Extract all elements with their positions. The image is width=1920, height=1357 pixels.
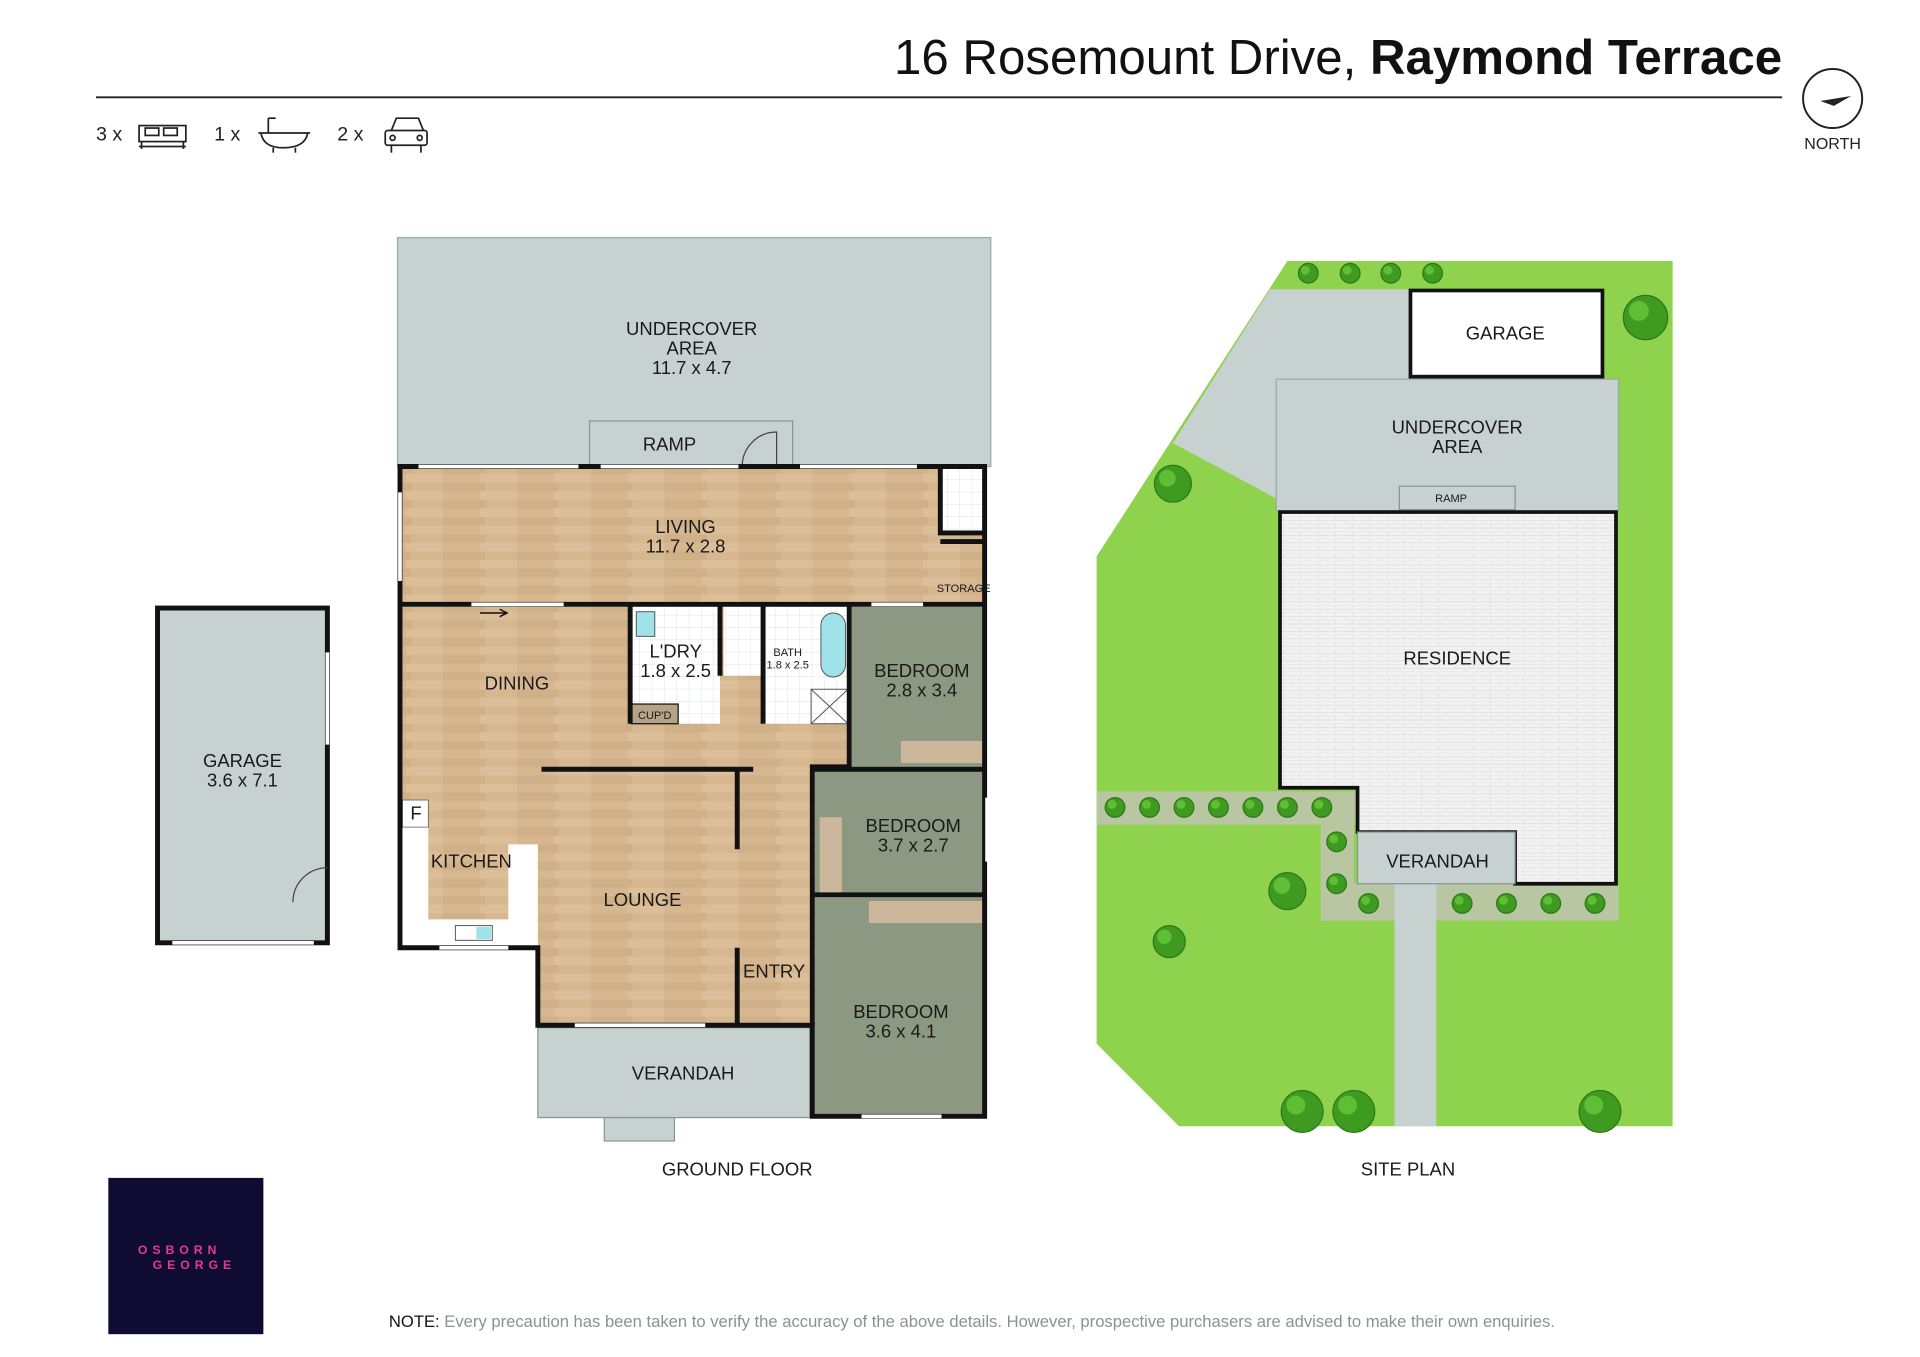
svg-text:11.7 x 2.8: 11.7 x 2.8	[646, 536, 726, 557]
tree-highlight	[1245, 800, 1255, 809]
disclaimer-note: NOTE: Every precaution has been taken to…	[389, 1312, 1555, 1331]
svg-text:UNDERCOVER: UNDERCOVER	[626, 318, 757, 339]
svg-text:L'DRY: L'DRY	[649, 640, 701, 661]
svg-text:1 x: 1 x	[214, 123, 240, 145]
tree-highlight	[1338, 1095, 1357, 1115]
north-compass: NORTH	[1802, 67, 1864, 153]
front-steps	[603, 1116, 676, 1142]
tree-highlight	[1342, 265, 1352, 275]
toilet	[723, 606, 764, 676]
agency-logo: OSBORN GEORGE	[108, 1177, 264, 1335]
tree-highlight	[1584, 1095, 1604, 1115]
north-label: NORTH	[1804, 136, 1861, 153]
property-address: 16 Rosemount Drive, Raymond Terrace	[894, 30, 1782, 85]
trees	[1104, 262, 1669, 1133]
svg-text:KITCHEN: KITCHEN	[431, 851, 512, 872]
svg-text:1.8 x 2.5: 1.8 x 2.5	[766, 659, 808, 671]
site-verandah	[1356, 831, 1516, 885]
garden-bed	[1096, 791, 1619, 921]
svg-text:BEDROOM: BEDROOM	[874, 660, 969, 681]
svg-text:GARAGE: GARAGE	[203, 750, 282, 771]
svg-text:AREA: AREA	[1432, 436, 1483, 457]
tree-highlight	[1273, 877, 1291, 894]
svg-text:RAMP: RAMP	[643, 433, 696, 454]
tree-highlight	[1454, 896, 1464, 905]
bedroom-3	[814, 897, 988, 1117]
tree-highlight	[1314, 800, 1324, 809]
feature-baths: 1 x	[214, 117, 311, 153]
front-path	[1394, 883, 1437, 1127]
tree-highlight	[1176, 800, 1186, 809]
site-plan: GARAGE UNDERCOVER AREA RAMP RESIDENCE VE…	[1096, 260, 1673, 1179]
tree-highlight	[1425, 265, 1435, 275]
svg-text:3.6 x 7.1: 3.6 x 7.1	[207, 769, 278, 790]
svg-text:GARAGE: GARAGE	[1466, 323, 1545, 344]
tree-highlight	[1107, 800, 1117, 809]
bedroom-2	[814, 770, 985, 895]
car-icon	[384, 117, 428, 153]
site-garage	[1408, 288, 1605, 379]
svg-text:RAMP: RAMP	[1435, 493, 1467, 505]
svg-text:BEDROOM: BEDROOM	[853, 1001, 948, 1022]
tree-highlight	[1628, 300, 1649, 321]
svg-text:CUP'D: CUP'D	[638, 710, 671, 722]
tree-highlight	[1383, 265, 1393, 275]
tree-highlight	[1157, 929, 1172, 944]
ground-floor-plan: UNDERCOVER AREA 11.7 x 4.7 RAMP LIVING 1…	[155, 236, 992, 1179]
tree-highlight	[1211, 800, 1220, 809]
tree-highlight	[1499, 896, 1508, 905]
svg-text:RESIDENCE: RESIDENCE	[1403, 648, 1511, 669]
svg-text:1.8 x 2.5: 1.8 x 2.5	[640, 660, 711, 681]
site-plan-caption: SITE PLAN	[1361, 1158, 1455, 1179]
svg-text:AREA: AREA	[667, 338, 718, 359]
svg-text:UNDERCOVER: UNDERCOVER	[1392, 416, 1523, 437]
detached-garage	[155, 605, 330, 946]
tree-highlight	[1286, 1095, 1306, 1115]
svg-text:GEORGE: GEORGE	[153, 1258, 237, 1272]
svg-text:VERANDAH: VERANDAH	[1386, 851, 1489, 872]
svg-text:11.7 x 4.7: 11.7 x 4.7	[652, 357, 732, 378]
tree-highlight	[1142, 800, 1152, 809]
svg-text:3.7 x 2.7: 3.7 x 2.7	[878, 835, 949, 856]
svg-text:3.6 x 4.1: 3.6 x 4.1	[866, 1021, 937, 1042]
svg-text:STORAGE: STORAGE	[937, 583, 991, 595]
svg-text:DINING: DINING	[485, 672, 550, 693]
driveway	[1172, 289, 1410, 499]
tree-highlight	[1300, 265, 1310, 275]
tree-highlight	[1361, 896, 1371, 905]
ramp	[588, 420, 794, 468]
svg-text:2.8 x 3.4: 2.8 x 3.4	[886, 680, 957, 701]
feature-beds: 3 x	[96, 123, 187, 149]
tree-highlight	[1329, 876, 1339, 886]
ground-floor-caption: GROUND FLOOR	[662, 1158, 813, 1179]
svg-text:F: F	[410, 803, 421, 824]
tree-highlight	[1587, 896, 1597, 905]
svg-text:LOUNGE: LOUNGE	[603, 889, 681, 910]
tree-highlight	[1159, 469, 1176, 487]
bedroom-1	[851, 606, 985, 767]
tree-highlight	[1329, 834, 1339, 844]
svg-text:3 x: 3 x	[96, 123, 122, 145]
svg-text:VERANDAH: VERANDAH	[632, 1062, 735, 1083]
svg-text:ENTRY: ENTRY	[743, 960, 805, 981]
bath-icon	[258, 117, 311, 153]
svg-text:OSBORN: OSBORN	[138, 1243, 222, 1257]
tree-highlight	[1280, 800, 1289, 809]
tree-highlight	[1543, 896, 1553, 905]
feature-cars: 2 x	[337, 117, 428, 153]
compass-icon	[1802, 67, 1864, 130]
svg-text:BEDROOM: BEDROOM	[866, 815, 961, 836]
living-room	[402, 468, 985, 605]
svg-text:LIVING: LIVING	[655, 516, 716, 537]
bed-icon	[138, 124, 187, 149]
svg-text:2 x: 2 x	[337, 123, 363, 145]
svg-text:BATH: BATH	[773, 647, 802, 659]
